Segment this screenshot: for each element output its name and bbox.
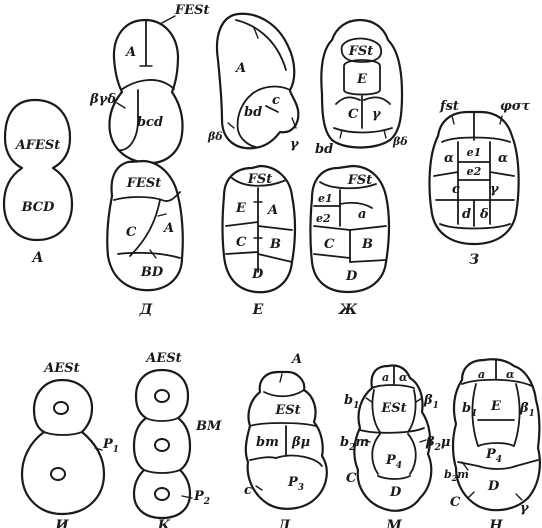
stage-m-est-label: ESt — [380, 401, 406, 416]
stage-d-caption: Д — [139, 302, 153, 318]
stage-zh: FSt e1 e2 a C B D Ж — [311, 166, 390, 318]
stage-zh-c-label: C — [324, 237, 335, 252]
stage-a: AFESt BCD А — [4, 100, 72, 266]
stage-g-e-label: E — [356, 72, 368, 87]
stage-g-bd-label: bd — [315, 142, 333, 157]
stage-k-caption: К — [157, 518, 171, 528]
stage-e-caption: Е — [252, 302, 264, 318]
stage-zh-e2-label: e2 — [316, 212, 331, 225]
stage-zh-fst-label: FSt — [347, 173, 373, 188]
stage-z-c-label: c — [452, 182, 460, 197]
stage-i-aest-label: AESt — [42, 361, 79, 376]
stage-n: a α b1 β1 E P4 b2m D C γ Н — [444, 359, 540, 528]
stage-d-bd-label: BD — [140, 265, 164, 280]
stage-k-p2-label: P2 — [193, 489, 210, 507]
stage-n-a-label: a — [478, 368, 485, 381]
stage-v-a-label: A — [234, 61, 246, 76]
stage-z-fst-label: fst — [439, 99, 459, 114]
stage-l-caption: Л — [277, 518, 291, 528]
stage-m-d-label: D — [389, 485, 402, 500]
stage-g: FSt E C γ bd βδ Г — [315, 20, 408, 189]
stage-m-a-label: a — [382, 371, 389, 384]
stage-i-nucleus-bottom — [51, 468, 65, 480]
stage-l-c-label: c — [244, 483, 252, 498]
stage-i-p1-label: P1 — [102, 437, 119, 455]
stage-e-d-label: D — [251, 267, 264, 282]
stage-e-fst-label: FSt — [247, 172, 273, 187]
stage-k-nucleus-2 — [155, 439, 169, 451]
stage-b-a-label: A — [124, 45, 136, 60]
stage-z-delta-label: δ — [479, 207, 489, 222]
stage-n-e-label: E — [490, 399, 502, 414]
stage-m-beta1-label: β1 — [423, 393, 439, 411]
stage-d-fest-label: FESt — [126, 176, 162, 191]
stage-a-caption: А — [31, 250, 43, 266]
stage-g-c-label: C — [348, 107, 359, 122]
stage-e-b-label: B — [269, 237, 281, 252]
stage-d: FESt A C BD Д — [107, 161, 183, 318]
stage-i: AESt P1 И — [22, 361, 119, 528]
stage-z-phi-label: φστ — [500, 99, 530, 114]
stage-n-c-label: C — [450, 495, 461, 510]
stage-e: FSt E A C B D Е — [223, 166, 296, 318]
stage-zh-d-label: D — [345, 269, 358, 284]
stage-v-gamma-label: γ — [290, 137, 300, 152]
stage-n-d-label: D — [487, 479, 500, 494]
stage-z-d-label: d — [462, 207, 471, 222]
stage-z-caption: З — [469, 252, 479, 268]
stage-zh-e1-label: e1 — [318, 192, 333, 205]
stage-d-c-label: C — [126, 225, 137, 240]
stage-n-gamma-label: γ — [520, 501, 530, 516]
stage-l-bmu-label: βμ — [291, 435, 311, 450]
stage-k-nucleus-3 — [155, 488, 169, 500]
stage-zh-b-label: B — [361, 237, 373, 252]
stage-i-caption: И — [54, 518, 69, 528]
stage-e-e-label: E — [235, 201, 247, 216]
stage-v-bd-greek-label: βδ — [207, 130, 223, 143]
stage-zh-a-label: a — [358, 207, 366, 222]
stage-n-b2m-label: b2m — [444, 468, 469, 483]
stage-l: A ESt bm βμ P3 c Л — [244, 352, 327, 528]
stage-z-alpha-label: α — [444, 151, 454, 166]
stage-d-a-label: A — [162, 221, 174, 236]
stage-g-gamma-label: γ — [372, 107, 382, 122]
stage-m-caption: М — [385, 518, 402, 528]
stage-k-bm-label: BM — [195, 419, 222, 434]
stage-g-fst-label: FSt — [348, 44, 374, 59]
stage-l-est-label: ESt — [274, 403, 300, 418]
stage-b-bcd-label: bcd — [137, 115, 163, 130]
stage-z-alpha2-label: α — [498, 151, 508, 166]
stage-m: a α b1 β1 ESt b2m β2μ P4 C D М — [340, 366, 451, 528]
stage-z-e2-label: e2 — [467, 165, 482, 178]
stage-e-a-label: A — [266, 203, 278, 218]
stage-l-a-label: A — [290, 352, 302, 367]
stage-b-bgd-label: βγδ — [89, 92, 116, 107]
stage-l-bm-label: bm — [256, 435, 279, 450]
stage-k: AESt BM P2 К — [134, 351, 222, 528]
stage-n-caption: Н — [488, 518, 503, 528]
stage-k-aest-label: AESt — [144, 351, 181, 366]
stage-zh-caption: Ж — [338, 302, 358, 318]
stage-m-b1-label: b1 — [344, 393, 359, 411]
stage-e-c-label: C — [236, 235, 247, 250]
stage-m-alpha-label: α — [399, 371, 408, 384]
stage-a-bottom-label: BCD — [21, 200, 56, 215]
stage-k-nucleus-1 — [155, 390, 169, 402]
stage-n-alpha-label: α — [506, 368, 515, 381]
stage-z: fst φστ α e1 e2 α c γ d δ З — [430, 99, 531, 268]
stage-v-c-label: c — [272, 93, 280, 108]
stage-v-bd-label: bd — [244, 105, 262, 120]
stage-z-gamma-label: γ — [490, 182, 500, 197]
stage-m-c-label: C — [346, 471, 357, 486]
stage-g-bd-greek-label: βδ — [392, 135, 408, 148]
stage-a-top-label: AFESt — [14, 138, 61, 153]
stage-z-e1-label: e1 — [467, 146, 482, 159]
stage-b-fest-label: FESt — [174, 3, 210, 18]
stage-v: A c bd γ βδ В — [207, 14, 300, 189]
stage-i-nucleus-top — [54, 402, 68, 414]
